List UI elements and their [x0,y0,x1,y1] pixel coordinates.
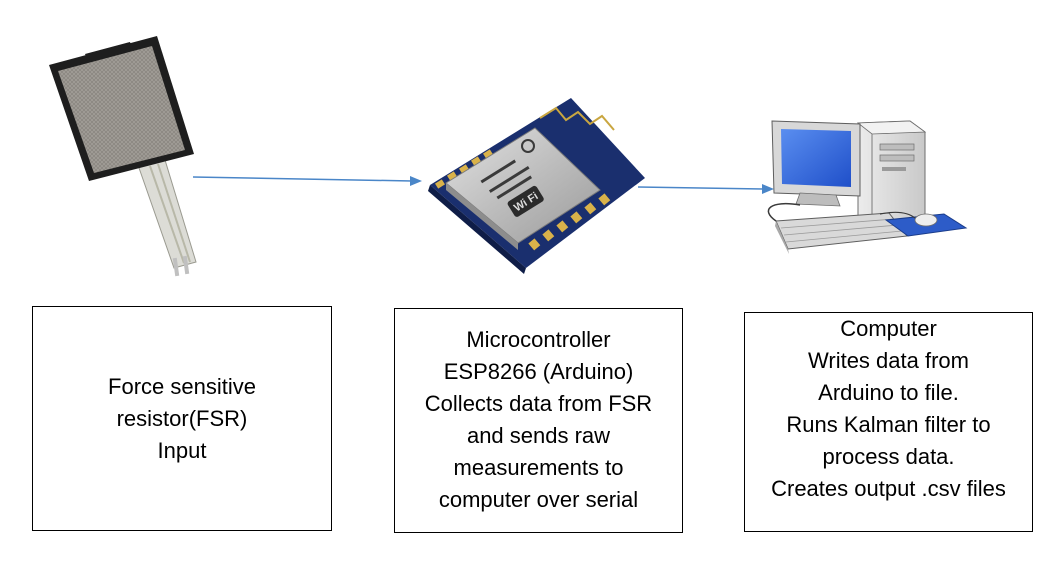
pc-line-4: Runs Kalman filter to [786,412,991,437]
fsr-line-2: resistor(FSR) [116,405,248,431]
desktop-computer-icon [767,120,968,254]
pc-line-1: Computer [840,316,937,341]
pc-line-2: Writes data from [808,348,969,373]
fsr-line-3: Input [157,437,207,463]
esp8266-module-icon: Wi Fi [428,98,645,274]
pc-line-5: process data. [822,444,955,469]
pc-line-6: Creates output .csv files [771,476,1006,501]
arrow-fsr-to-mcu [192,176,422,186]
mcu-line-5: measurements to [453,455,624,480]
microcontroller-description-box: Microcontroller ESP8266 (Arduino) Collec… [394,308,683,533]
mcu-line-1: Microcontroller [466,327,611,352]
pc-line-3: Arduino to file. [818,380,959,405]
fsr-line-1: Force sensitive [108,373,256,399]
computer-description-box: Computer Writes data from Arduino to fil… [744,312,1033,532]
mcu-line-6: computer over serial [438,487,639,512]
mcu-line-3: Collects data from FSR [424,391,653,416]
mcu-line-4: and sends raw [466,423,611,448]
mcu-line-2: ESP8266 (Arduino) [443,359,634,384]
fsr-description-box: Force sensitive resistor(FSR) Input [32,306,332,531]
fsr-sensor-icon [49,36,197,277]
arrow-mcu-to-computer [637,184,774,194]
